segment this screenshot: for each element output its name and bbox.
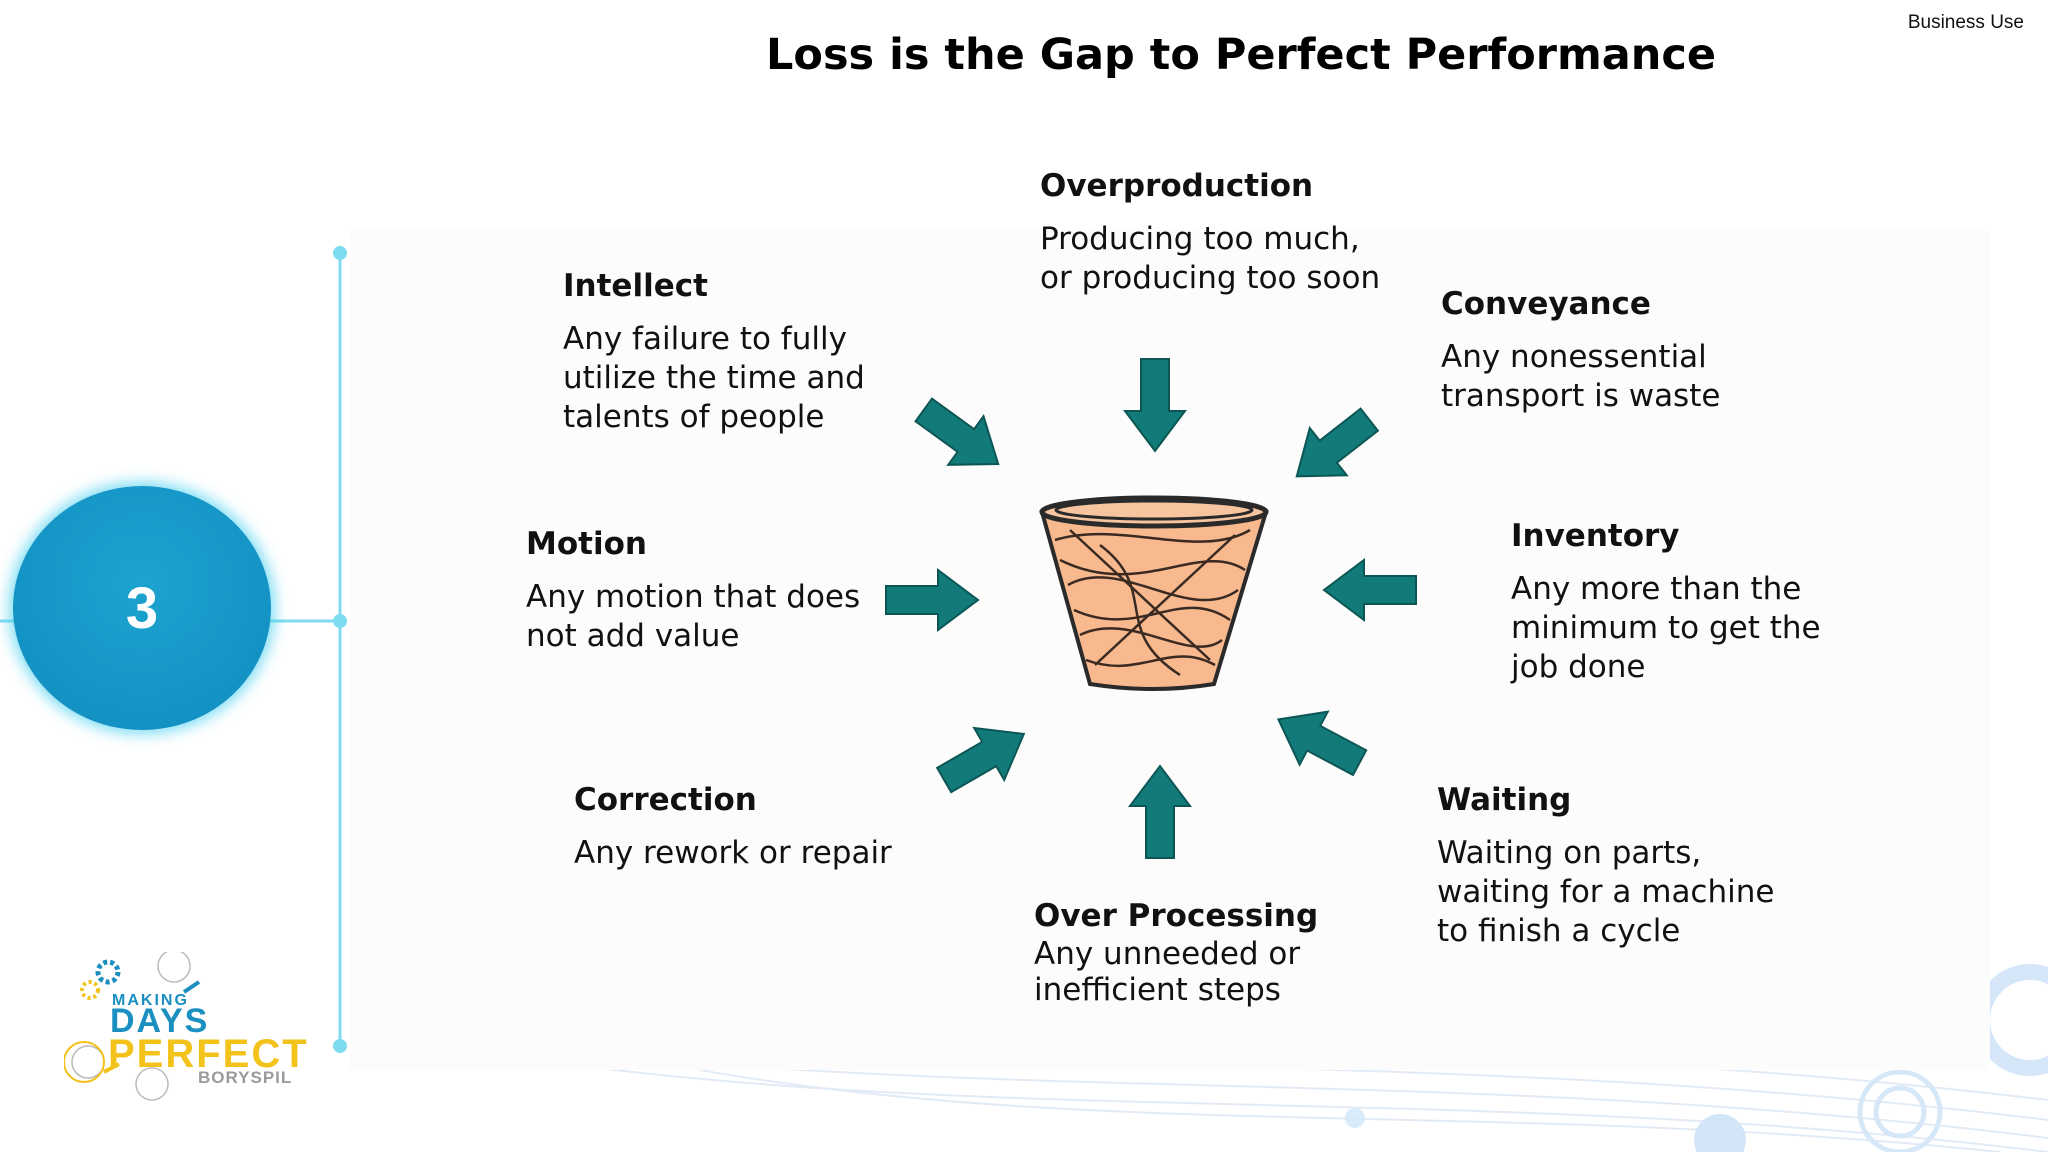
waste-over-processing: Over Processing Any unneeded or ineffici… [1034,898,1318,1008]
logo-text-days: DAYS [110,1002,210,1040]
waste-conveyance: Conveyance Any nonessential transport is… [1441,286,1720,416]
waste-description: Any rework or repair [574,835,892,871]
waste-overproduction: Overproduction Producing too much, or pr… [1040,168,1380,298]
arrow-motion [885,569,979,631]
logo-text-boryspil: BORYSPIL [198,1068,293,1087]
waste-title: Correction [574,782,757,818]
step-number-badge: 3 [13,486,271,730]
arrow-intellect [905,384,1017,490]
waste-intellect: Intellect Any failure to fully utilize t… [563,268,865,437]
waste-title: Inventory [1511,518,1680,554]
arrow-conveyance [1277,395,1389,501]
waste-motion: Motion Any motion that does not add valu… [526,526,860,656]
waste-correction: Correction Any rework or repair [574,782,892,873]
waste-description: Producing too much, or producing too soo… [1040,221,1381,296]
waste-inventory: Inventory Any more than the minimum to g… [1511,518,1821,687]
timeline-node [333,1039,347,1053]
arrow-correction [928,707,1040,807]
waste-title: Motion [526,526,647,562]
waste-description: Any unneeded or inefficient steps [1034,936,1301,1008]
waste-description: Any nonessential transport is waste [1441,339,1721,414]
arrow-inventory [1323,559,1417,621]
making-days-perfect-logo: MAKING DAYS PERFECT BORYSPIL [64,952,307,1112]
logo-graphic [64,952,201,1101]
waste-title: Overproduction [1040,168,1314,204]
arrow-over-processing [1129,765,1191,859]
classification-label: Business Use [1907,12,2024,33]
waste-title: Conveyance [1441,286,1651,322]
waste-title: Over Processing [1034,898,1319,934]
wastebasket-icon [1039,495,1269,691]
waste-waiting: Waiting Waiting on parts, waiting for a … [1437,782,1774,951]
logo-text-making: MAKING [112,992,189,1009]
gear-icon [1857,1069,1943,1152]
waste-title: Waiting [1437,782,1572,818]
timeline-node [333,246,347,260]
waste-description: Any motion that does not add value [526,579,861,654]
waste-title: Intellect [563,268,708,304]
slide-title: Loss is the Gap to Perfect Performance [766,30,1717,80]
arrow-overproduction [1124,358,1186,452]
logo-text-perfect: PERFECT [108,1032,309,1076]
waste-description: Waiting on parts, waiting for a machine … [1437,835,1775,949]
arrow-waiting [1263,691,1375,791]
waste-description: Any more than the minimum to get the job… [1511,571,1821,685]
timeline-node [333,614,347,628]
waste-description: Any failure to fully utilize the time an… [563,321,865,435]
